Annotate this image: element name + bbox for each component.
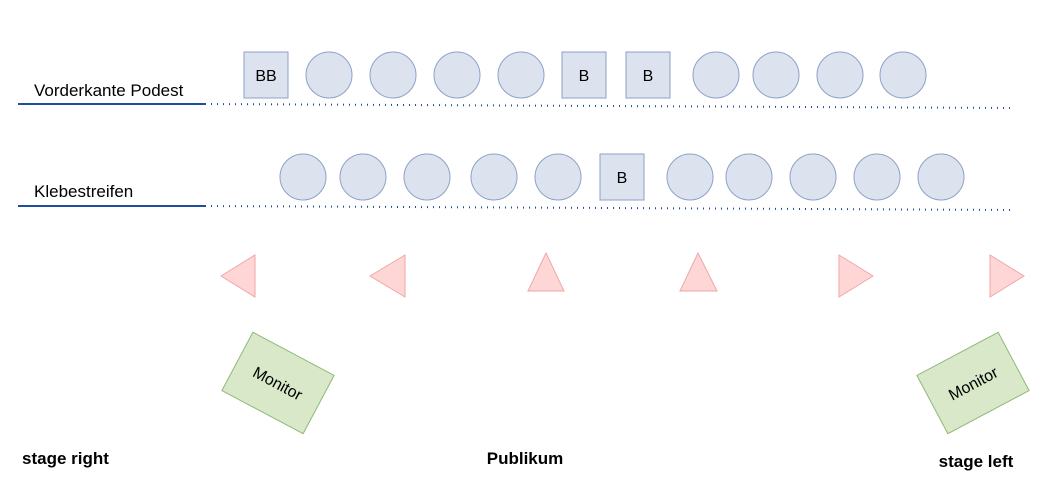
- speaker-triangle-icon: [989, 254, 1025, 298]
- circle-position: [534, 153, 582, 201]
- speaker-triangle-icon: [838, 254, 874, 298]
- circle-position: [692, 51, 740, 99]
- circle-position: [917, 153, 965, 201]
- stage-left-label: stage left: [939, 452, 1014, 471]
- speaker-triangle-icon: [220, 254, 256, 298]
- square-label: B: [579, 68, 590, 85]
- monitor-box: [221, 331, 335, 435]
- row-dotted-line: [204, 103, 1013, 109]
- speaker-triangle-icon: [527, 251, 565, 292]
- monitor-left: Monitor: [221, 331, 335, 435]
- monitor-box: [916, 331, 1030, 435]
- square-label: BB: [255, 68, 276, 85]
- circle-position: [339, 153, 387, 201]
- row-klebestreifen: Klebestreifen B: [18, 153, 1013, 211]
- circle-position: [403, 153, 451, 201]
- square-position: [625, 51, 671, 99]
- speaker-triangle-icon: [369, 254, 406, 298]
- speaker-triangles: [220, 251, 1025, 298]
- row-dotted-line: [204, 205, 1013, 211]
- speaker-triangle-icon: [679, 251, 718, 292]
- circle-position: [433, 51, 481, 99]
- circle-position: [305, 51, 353, 99]
- square-position: [561, 51, 607, 99]
- circle-position: [470, 153, 518, 201]
- square-position: [599, 153, 645, 201]
- audience-label: Publikum: [487, 449, 564, 468]
- circle-position: [369, 51, 417, 99]
- square-label: B: [643, 68, 654, 85]
- circle-position: [789, 153, 837, 201]
- circle-position: [853, 153, 901, 201]
- monitor-right: Monitor: [916, 331, 1030, 435]
- circle-position: [879, 51, 927, 99]
- circle-position: [279, 153, 327, 201]
- circle-position: [666, 153, 714, 201]
- row-label: Klebestreifen: [34, 182, 133, 201]
- circle-position: [816, 51, 864, 99]
- row-label: Vorderkante Podest: [34, 81, 184, 100]
- circle-position: [497, 51, 545, 99]
- square-position: [243, 51, 289, 99]
- stage-right-label: stage right: [22, 449, 109, 468]
- square-label: B: [617, 170, 628, 187]
- circle-position: [752, 51, 800, 99]
- circle-position: [725, 153, 773, 201]
